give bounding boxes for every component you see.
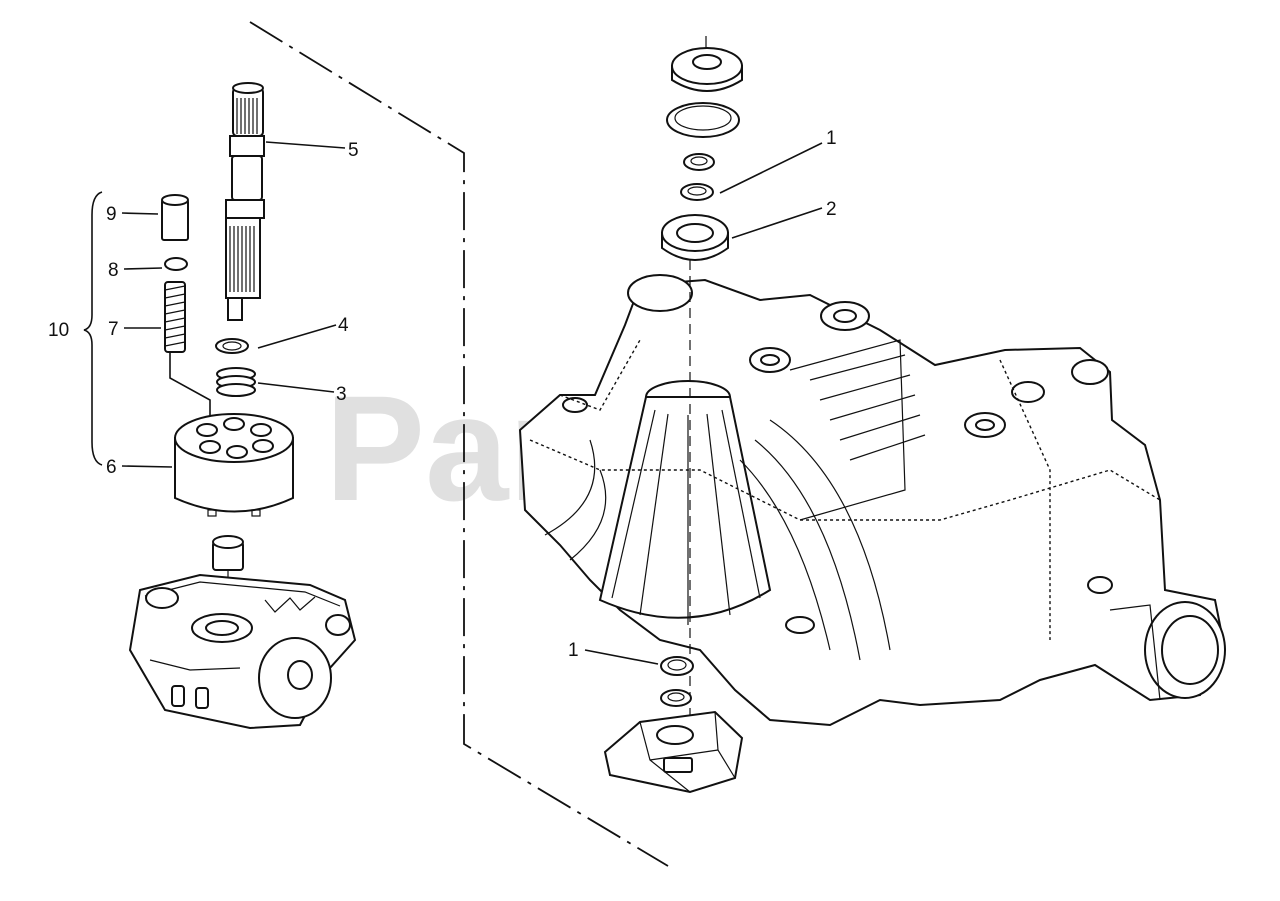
- callout-1-bottom: 1: [568, 640, 579, 661]
- callout-6: 6: [106, 457, 117, 478]
- retaining-ring-4: [215, 338, 249, 354]
- leader-line-5: [265, 141, 346, 149]
- leader-line-1-top: [719, 142, 823, 194]
- callout-9: 9: [106, 204, 117, 225]
- bottom-block: [603, 710, 744, 794]
- washer-1-bottom: [660, 656, 694, 707]
- assembly-leader-7-to-6: [169, 352, 211, 424]
- callout-3: 3: [336, 384, 347, 405]
- spring-7: [164, 281, 186, 353]
- callout-10: 10: [48, 320, 69, 341]
- callout-2: 2: [826, 199, 837, 220]
- callout-7: 7: [108, 319, 119, 340]
- callout-5: 5: [348, 140, 359, 161]
- spring-3: [216, 367, 256, 397]
- callout-1-top: 1: [826, 128, 837, 149]
- leader-line-4: [257, 324, 337, 349]
- leader-line-1-bottom: [584, 649, 659, 665]
- cylinder-block-6: [174, 413, 294, 517]
- shaft-bushing: [212, 535, 244, 571]
- snap-ring: [666, 102, 740, 138]
- exploded-boundary-line: [249, 21, 669, 867]
- leader-line-2: [731, 207, 823, 239]
- callout-4: 4: [338, 315, 349, 336]
- leader-line-9: [121, 212, 159, 215]
- washer-1-top: [680, 153, 715, 201]
- transaxle-housing: [518, 274, 1227, 727]
- pump-shaft: [225, 82, 265, 321]
- ring-8: [164, 257, 188, 271]
- callout-8: 8: [108, 260, 119, 281]
- center-section-housing: [128, 573, 357, 730]
- group-bracket-10: [83, 191, 103, 466]
- leader-line-6: [121, 465, 173, 468]
- bearing-2: [661, 214, 729, 261]
- leader-line-8: [123, 267, 163, 270]
- piston-9: [161, 194, 189, 241]
- leader-line-3: [257, 382, 335, 393]
- top-seal: [671, 47, 743, 92]
